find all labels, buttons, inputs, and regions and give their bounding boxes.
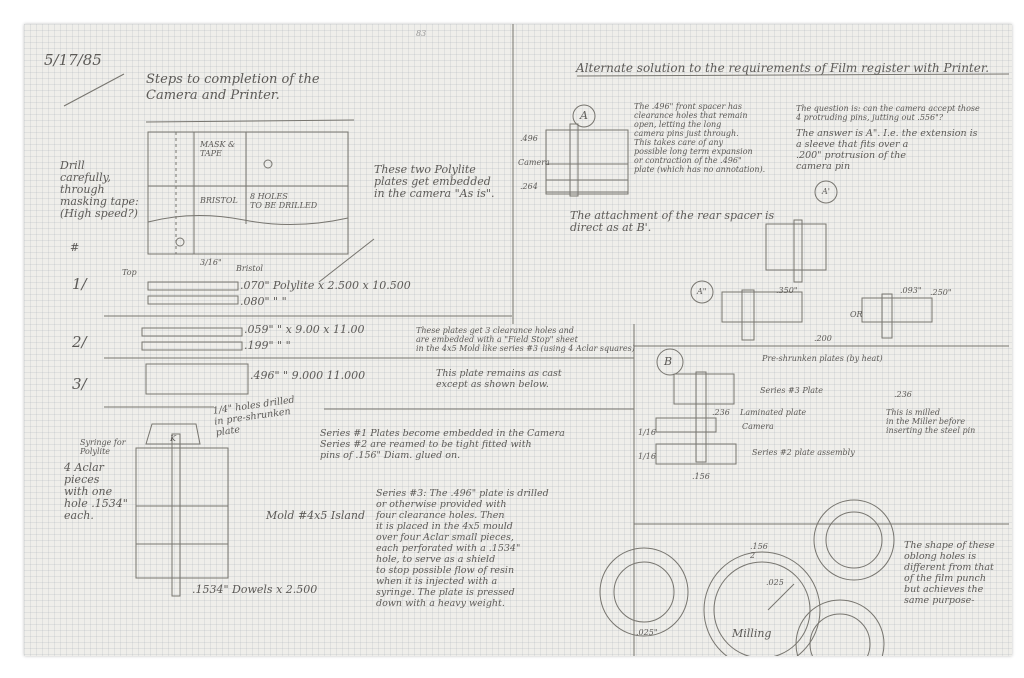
dim-camera: Camera [518, 158, 550, 167]
dim-3-16: 3/16" [200, 258, 222, 267]
mask-tape-label: MASK & TAPE [200, 140, 236, 158]
answer-note: The answer is A". I.e. the extension is … [796, 128, 978, 172]
dim-236-b: .236 [894, 390, 912, 399]
dim-236-a: .236 [712, 408, 730, 417]
label-a: A [580, 109, 588, 122]
masking-tape-diagram [147, 131, 349, 255]
or-label: OR [850, 310, 863, 319]
dim-264: .264 [520, 182, 538, 191]
oblong-hole-circle [703, 551, 821, 656]
top-label: Top [122, 268, 137, 277]
attachment-note: The attachment of the rear spacer is dir… [570, 209, 775, 234]
row-2-note: These plates get 3 clearance holes and a… [416, 326, 635, 353]
k-label: K [170, 434, 176, 443]
question-note: The question is: can the camera accept t… [796, 104, 980, 122]
hash-label: # [70, 241, 80, 254]
mold-diagram [135, 447, 229, 579]
series-notes: Series #1 Plates become embedded in the … [320, 428, 565, 461]
preshrunken-note: Pre-shrunken plates (by heat) [762, 354, 883, 363]
dim-025-b: .025" [636, 628, 658, 637]
series-3-label: 3/ [72, 375, 87, 393]
label-a-double-prime: A" [697, 287, 707, 296]
series-2-assembly-note: Series #2 plate assembly [752, 448, 855, 457]
dowels-note: .1534" Dowels x 2.500 [192, 583, 318, 596]
row-1-line-2: .080" " " [240, 295, 287, 308]
holes-label: 8 HOLES TO BE DRILLED [250, 192, 318, 210]
date-underline [63, 73, 125, 107]
dim-250: .250" [930, 288, 952, 297]
label-b: B [664, 355, 673, 368]
row-3-line-1: .496" " 9.000 11.000 [250, 369, 366, 382]
bristol-small-label: Bristol [236, 264, 263, 273]
right-title-underline [576, 73, 1010, 77]
milled-note: This is milled in the Miller before inse… [886, 408, 976, 435]
dim-16-b: 1/16 [638, 452, 656, 461]
circle-a [572, 104, 596, 128]
row-2-line-2: .199" " " [244, 339, 291, 352]
dim-16-a: 1/16 [638, 428, 656, 437]
page-number: 83 [416, 29, 427, 38]
shape-note: The shape of these oblong holes is diffe… [904, 540, 995, 606]
date: 5/17/85 [44, 51, 102, 69]
label-a-prime: A' [822, 187, 830, 196]
bristol-label: BRISTOL [200, 196, 238, 205]
circle-b [656, 348, 684, 376]
aclar-note: 4 Aclar pieces with one hole .1534" each… [64, 461, 128, 522]
mold-note: Mold #4x5 Island [266, 509, 366, 522]
camera-note: Camera [742, 422, 774, 431]
dim-200: .200 [814, 334, 832, 343]
series-3-plate-note: Series #3 Plate [760, 386, 823, 395]
notebook-page: 5/17/85 83 Steps to completion of the Ca… [24, 24, 1012, 656]
series-3-note: Series #3: The .496" plate is drilled or… [376, 488, 549, 609]
dim-093: .093" [900, 286, 922, 295]
embed-note: These two Polylite plates get embedded i… [374, 163, 495, 200]
series-1-label: 1/ [72, 275, 87, 293]
row-3-note: This plate remains as cast except as sho… [436, 368, 562, 390]
series-2-label: 2/ [72, 333, 87, 351]
arrow [318, 238, 375, 283]
left-title: Steps to completion of the Camera and Pr… [146, 72, 320, 103]
right-title: Alternate solution to the requirements o… [576, 61, 990, 75]
title-underline [145, 119, 355, 123]
hole-circle [175, 237, 185, 247]
radius-label: .156 2 [750, 542, 768, 560]
sketch-drawings [63, 24, 1010, 656]
laminated-plate-note: Laminated plate [740, 408, 807, 417]
dim-156: .156 [692, 472, 710, 481]
milling-label: Milling [732, 627, 772, 640]
dim-496: .496 [520, 134, 538, 143]
row-2-line-1: .059" " x 9.00 x 11.00 [244, 323, 365, 336]
note-a: The .496" front spacer has clearance hol… [634, 102, 766, 174]
row-1-line-1: .070" Polylite x 2.500 x 10.500 [240, 279, 411, 292]
dim-025-a: .025 [766, 578, 784, 587]
dim-350: .350" [776, 286, 798, 295]
drill-note: Drill carefully, through masking tape: (… [60, 159, 139, 220]
syringe-note: Syringe for Polylite [80, 438, 126, 456]
